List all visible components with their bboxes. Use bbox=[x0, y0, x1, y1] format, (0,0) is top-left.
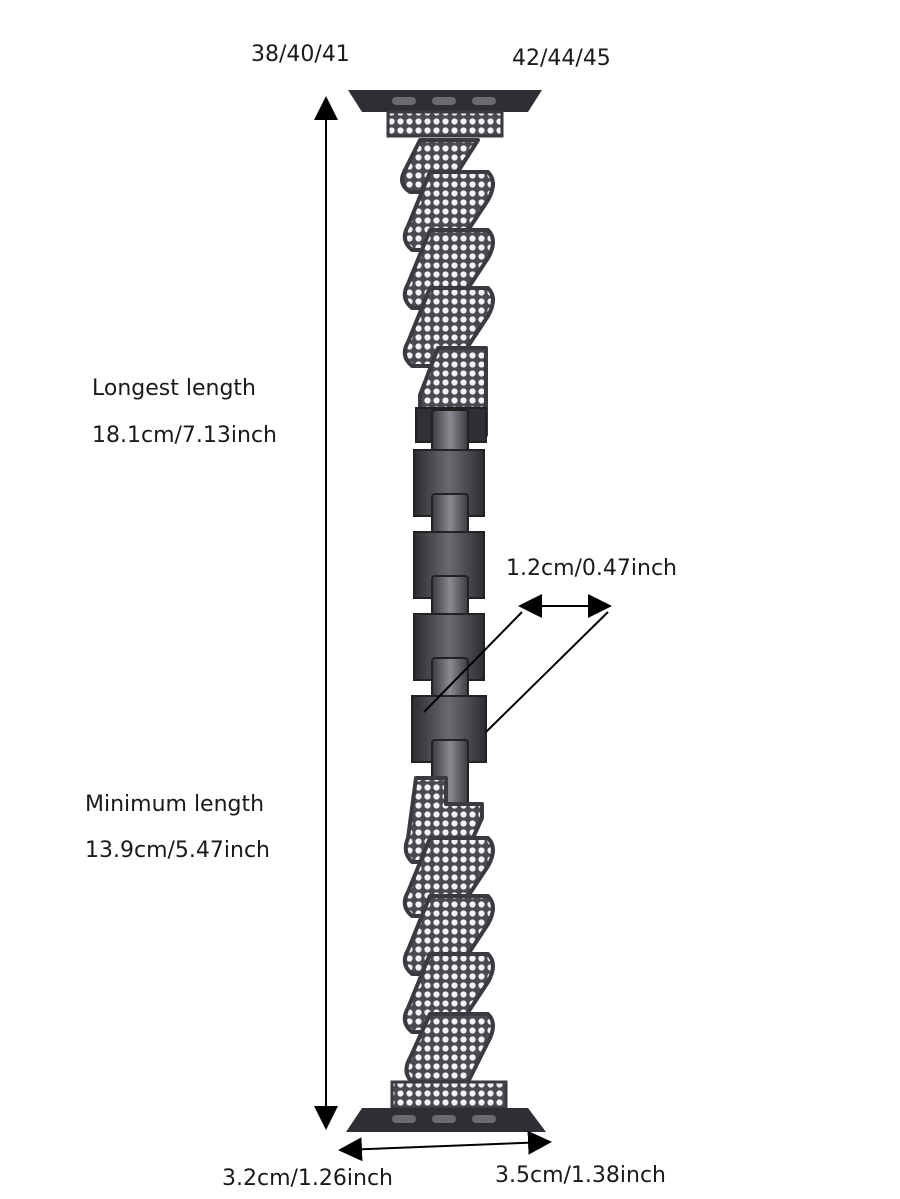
size-label-large: 42/44/45 bbox=[512, 46, 611, 71]
connector-size-small: 3.2cm/1.26inch bbox=[222, 1166, 394, 1191]
band-width-label: 1.2cm/0.47inch bbox=[506, 556, 678, 581]
bottom-rhinestone-links bbox=[402, 776, 495, 1084]
bottom-connector bbox=[346, 1080, 546, 1132]
top-connector bbox=[348, 90, 542, 138]
width-measurement bbox=[423, 594, 612, 733]
size-label-small: 38/40/41 bbox=[251, 42, 350, 67]
metal-middle-links bbox=[411, 407, 487, 807]
connector-size-large: 3.5cm/1.38inch bbox=[495, 1163, 667, 1188]
longest-length-value: 18.1cm/7.13inch bbox=[92, 423, 278, 448]
minimum-length-value: 13.9cm/5.47inch bbox=[85, 838, 271, 863]
top-rhinestone-links bbox=[400, 138, 495, 437]
connector-width-arrow bbox=[338, 1130, 552, 1162]
minimum-length-title: Minimum length bbox=[85, 792, 265, 817]
longest-length-title: Longest length bbox=[92, 376, 256, 401]
